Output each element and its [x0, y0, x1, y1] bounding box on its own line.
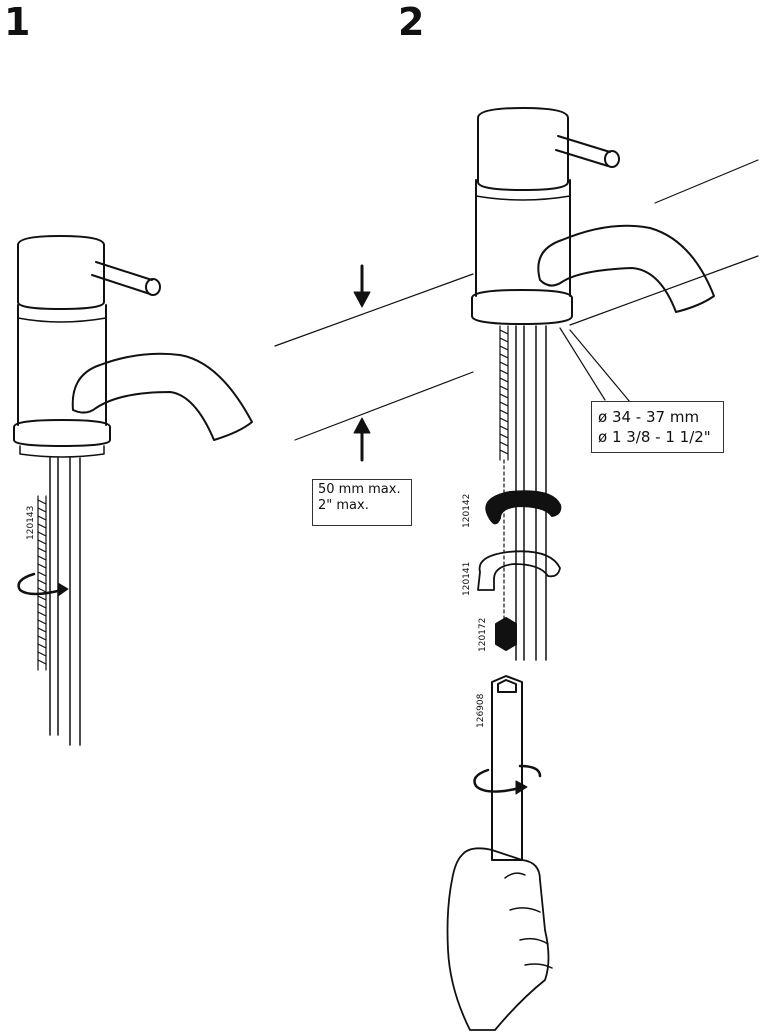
part-number-gasket: 120142	[462, 493, 472, 528]
lever-tip	[145, 278, 161, 296]
step-1-faucet	[13, 235, 253, 746]
diameter-leader	[559, 327, 631, 403]
rotate-arrow	[473, 764, 542, 793]
faucet-cap	[477, 107, 569, 191]
part-number-tube-wrench: 126908	[476, 693, 486, 728]
faucet-body	[17, 304, 107, 426]
part-number-nut: 120172	[478, 617, 488, 652]
faucet-spout	[71, 352, 253, 441]
nut	[495, 617, 517, 651]
part-number-threaded-rod: 120143	[26, 505, 36, 540]
faucet-lever	[91, 261, 153, 295]
max-thickness-mm: 50 mm max.	[318, 482, 401, 497]
countertop-lines	[274, 159, 759, 441]
thickness-arrows	[353, 264, 371, 462]
lever-tip	[604, 150, 620, 168]
threaded-rod	[37, 495, 47, 671]
rotate-arrow	[17, 572, 64, 596]
washer	[477, 550, 561, 591]
step-1-number: 1	[4, 0, 31, 44]
faucet-base	[13, 419, 111, 447]
hand	[446, 847, 550, 1031]
faucet-base	[471, 289, 573, 325]
tube-wrench	[473, 675, 542, 861]
max-thickness-in: 2" max.	[318, 498, 369, 513]
faucet-lever	[555, 135, 611, 167]
step-2-faucet	[446, 107, 715, 1031]
max-thickness-callout: 50 mm max. 2" max.	[312, 479, 412, 526]
faucet-body	[475, 179, 571, 297]
faucet-spout	[537, 224, 715, 313]
hole-diameter-in: ø 1 3/8 - 1 1/2"	[598, 428, 711, 446]
faucet-cap	[17, 235, 105, 310]
hole-diameter-mm: ø 34 - 37 mm	[598, 408, 700, 426]
part-number-washer: 120141	[462, 561, 472, 596]
gasket	[485, 490, 562, 525]
supply-hoses	[49, 457, 81, 746]
step-2-number: 2	[398, 0, 425, 44]
threaded-rod-2	[499, 325, 509, 461]
hole-diameter-callout: ø 34 - 37 mm ø 1 3/8 - 1 1/2"	[591, 401, 724, 453]
